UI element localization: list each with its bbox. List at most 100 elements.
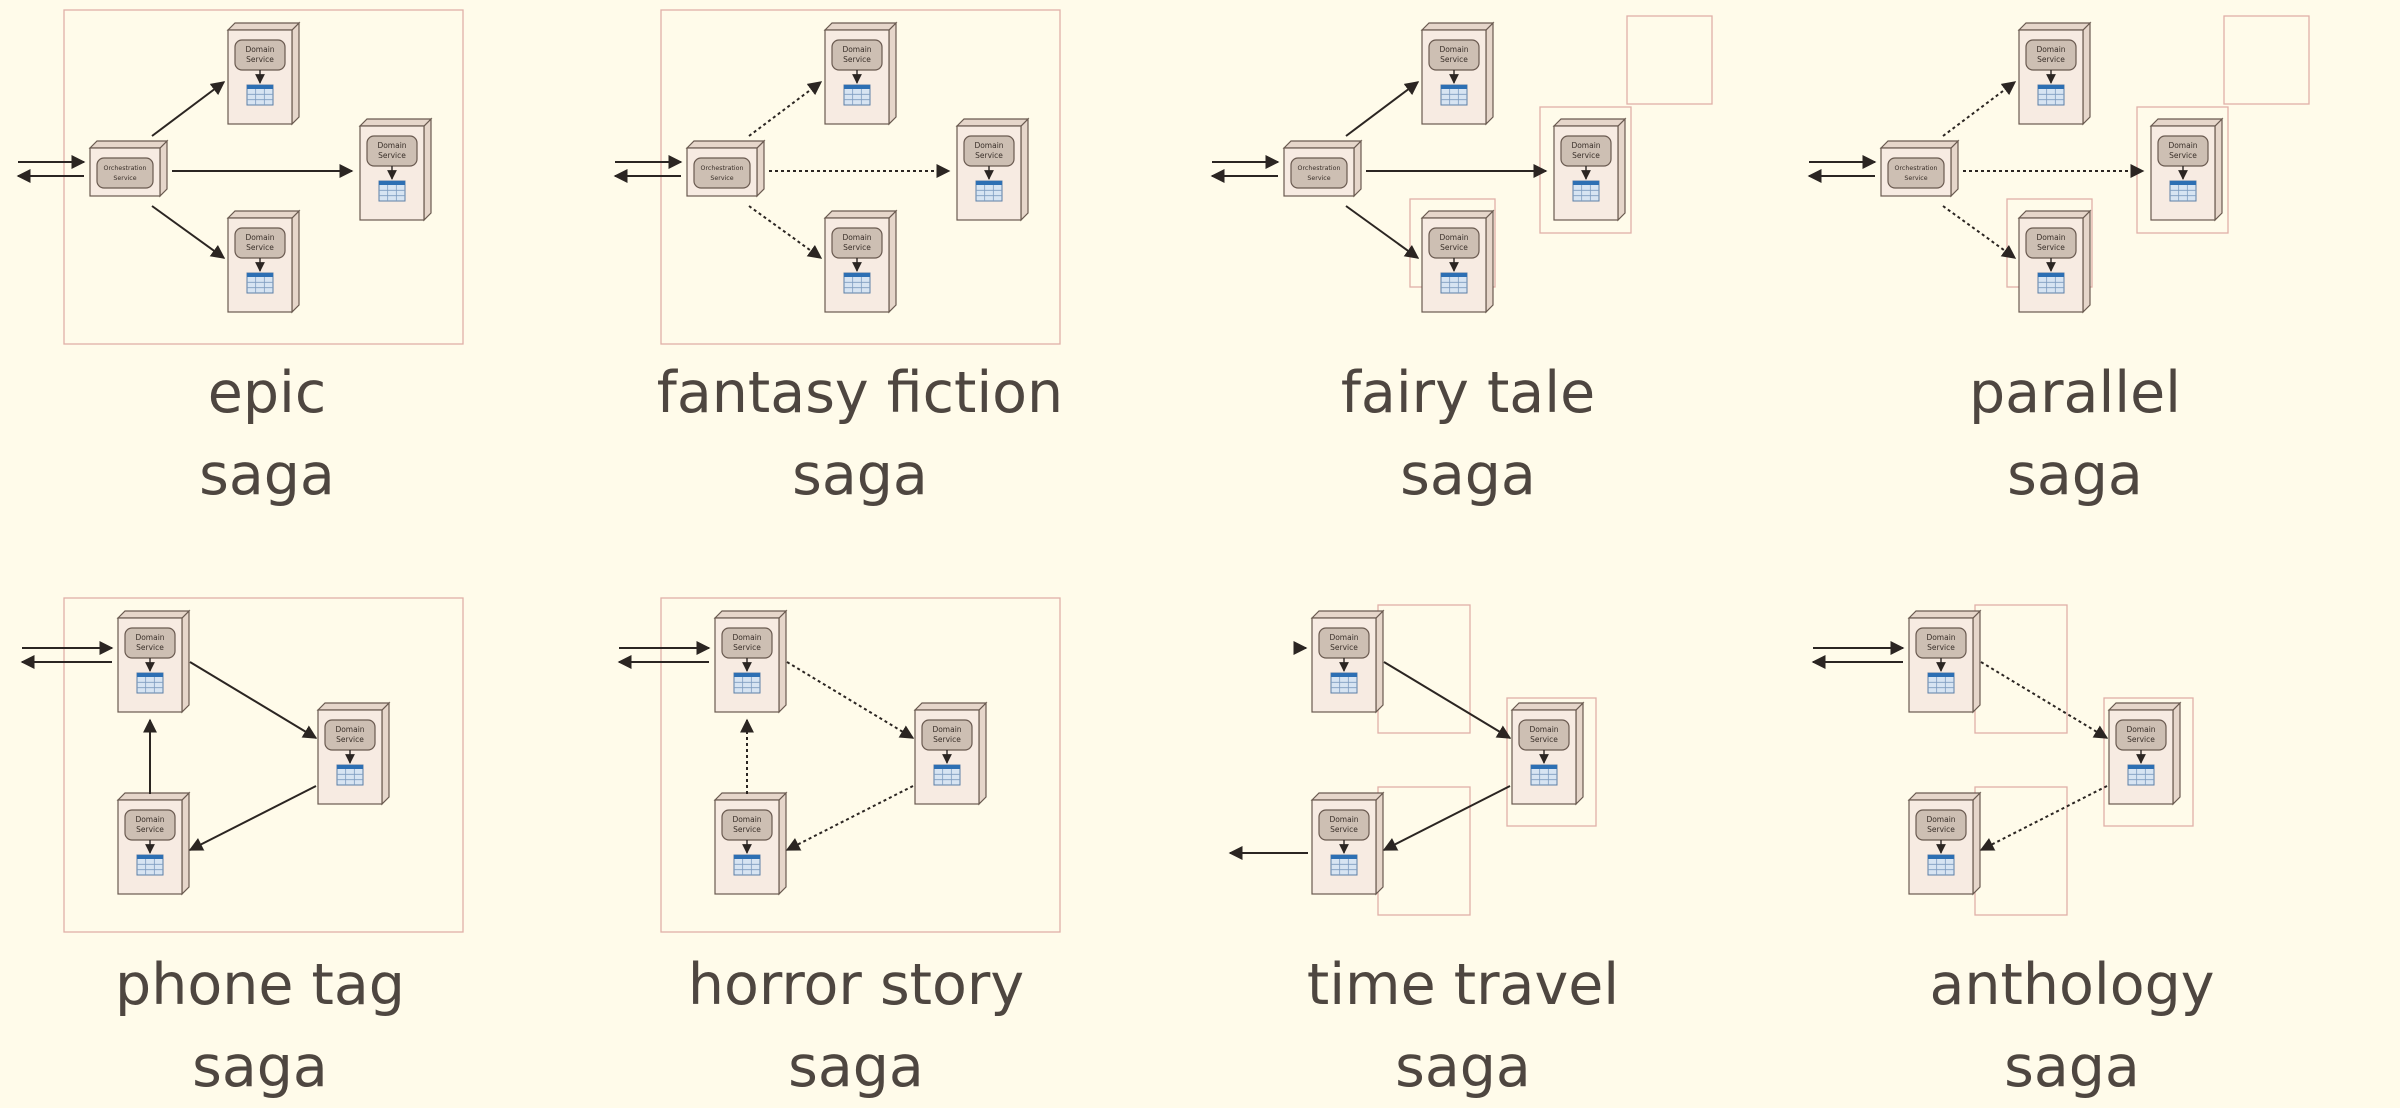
service-top [913,702,988,711]
service-label-text: Domain [842,233,871,242]
caption-title: phone tag [115,952,405,1018]
database-header [1331,855,1357,859]
database-header [1331,673,1357,677]
service-label-text: Orchestration [104,165,147,172]
service-top [2017,210,2092,219]
service-label-text: Service [246,243,274,252]
service-label-text: Service [843,55,871,64]
service-label-text: Domain [135,815,164,824]
transaction-boundary [660,597,1061,933]
database-header [734,673,760,677]
database-header [1531,765,1557,769]
service-top [2149,118,2224,127]
service-label-text: Service [733,825,761,834]
service-label-text: Domain [135,633,164,642]
transaction-boundary [1506,697,1597,827]
service-label-text: Domain [732,815,761,824]
service-side [181,609,190,714]
service-label-box [693,157,751,189]
service-label-text: Orchestration [701,165,744,172]
database-header [337,765,363,769]
caption-subtitle: saga [192,1034,328,1100]
caption-parallel: parallel saga [1775,352,2375,516]
database-header [247,85,273,89]
service-top [1552,118,1627,127]
event-arrow [1383,661,1512,739]
service-top [1420,210,1495,219]
database-header [844,85,870,89]
service-label-text: Service [1307,175,1330,182]
transaction-boundary [2103,697,2194,827]
service-top [685,140,766,149]
event-arrow [188,785,317,851]
service-side [1020,117,1029,222]
panel-fairy-tale: OrchestrationServiceDomainServiceDomainS… [1210,15,1713,314]
service-side [778,791,787,896]
panel-parallel: OrchestrationServiceDomainServiceDomainS… [1807,15,2310,314]
call-arrow [748,205,823,259]
service-top [2107,702,2182,711]
service-label-text: Domain [245,45,274,54]
service-label-text: Orchestration [1895,165,1938,172]
database-header [1441,85,1467,89]
database-header [137,673,163,677]
service-label-text: Domain [932,725,961,734]
service-label-text: Domain [335,725,364,734]
service-label-text: Domain [1439,233,1468,242]
service-side [1485,21,1494,126]
caption-title: fairy tale [1340,360,1596,426]
call-arrow [1345,81,1420,137]
service-label-text: Service [1330,825,1358,834]
service-label-text: Service [1927,825,1955,834]
service-label-text: Service [710,175,733,182]
service-top [823,210,898,219]
caption-title: epic [207,360,327,426]
service-top [316,702,391,711]
call-arrow [151,205,226,259]
service-top [823,22,898,31]
service-side [888,209,897,314]
service-top [1510,702,1585,711]
service-top [1282,140,1363,149]
caption-subtitle: saga [788,1034,924,1100]
caption-epic: epic saga [0,352,567,516]
service-label-text: Service [933,735,961,744]
service-top [226,210,301,219]
call-arrow [151,81,226,137]
service-top [955,118,1030,127]
transaction-boundary [1377,604,1471,734]
database-header [2128,765,2154,769]
service-label-text: Service [975,151,1003,160]
service-side [2082,21,2091,126]
database-header [844,273,870,277]
service-label-box [1887,157,1945,189]
service-label-text: Domain [1926,633,1955,642]
database-header [2170,181,2196,185]
service-top [358,118,433,127]
service-side [1575,701,1584,806]
service-top [116,610,191,619]
service-side [381,701,390,806]
service-side [1485,209,1494,314]
service-label-text: Service [2127,735,2155,744]
caption-title: time travel [1306,952,1620,1018]
event-arrow [785,785,914,851]
service-label-text: Service [2037,243,2065,252]
caption-subtitle: saga [792,442,928,508]
caption-fantasy-fiction: fantasy fiction saga [560,352,1160,516]
panel-epic: OrchestrationServiceDomainServiceDomainS… [16,9,464,345]
